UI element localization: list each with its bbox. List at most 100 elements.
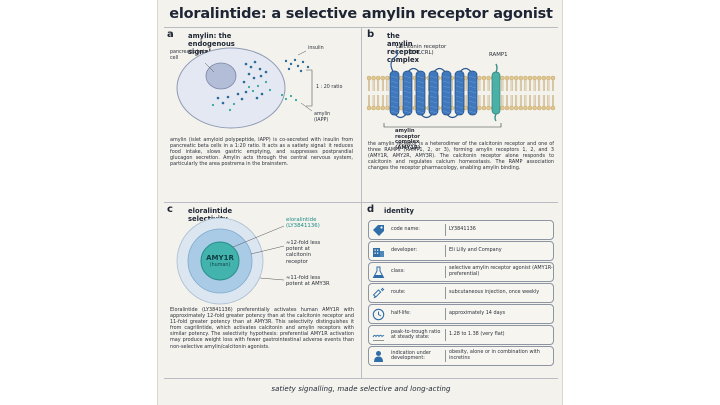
building-icon (373, 248, 384, 257)
helix-stripe (416, 95, 425, 99)
identity-key: peak-to-trough ratio at steady state: (391, 328, 441, 340)
helix-stripe (416, 80, 425, 84)
identity-row-route: route: subcutaneous injection, once week… (368, 283, 554, 303)
helix-stripe (390, 95, 399, 99)
lipid-head (509, 75, 514, 81)
selectivity-rings (176, 217, 285, 305)
lipid-head (518, 105, 523, 111)
helix-stripe (442, 110, 451, 114)
identity-value: subcutaneous injection, once weekly (449, 289, 540, 296)
lipid-head (371, 105, 376, 111)
transmembrane-helix (467, 70, 478, 116)
lipid-head (546, 75, 551, 81)
lipid-head (500, 75, 505, 81)
helix-stripe (455, 95, 464, 99)
helix-stripe (429, 75, 438, 79)
transmembrane-helix (428, 70, 439, 116)
panel-d-label: d (367, 204, 375, 215)
lipid-head (514, 75, 519, 81)
helix-stripe (468, 110, 477, 114)
helix-stripe (416, 90, 425, 94)
identity-key: half-life: (391, 310, 411, 317)
person-icon (374, 351, 383, 362)
eloralintide-label: eloralintide (LY3841136) (286, 217, 320, 230)
helix-stripe (468, 90, 477, 94)
syringe-icon (372, 287, 385, 299)
lipid-head (541, 75, 546, 81)
identity-key: developer: (391, 247, 418, 254)
helix-stripe (442, 105, 451, 109)
curve-icon (372, 334, 385, 341)
helix-stripe (403, 75, 412, 79)
lipid-head (537, 105, 542, 111)
lipid-head (527, 75, 533, 81)
identity-row-half-life: half-life: approximately 14 days (368, 304, 554, 324)
helix-stripe (455, 110, 464, 114)
identity-row-code-name: code name: LY3841136 (368, 220, 554, 240)
identity-separator (445, 245, 446, 257)
helix-stripe (429, 80, 438, 84)
lipid-head (366, 75, 372, 81)
lipid-head (380, 75, 386, 81)
beta-cell-label: pancreatic beta cell (170, 50, 208, 61)
helix-stripe (468, 75, 477, 79)
helix-stripe (429, 85, 438, 89)
identity-separator (445, 266, 446, 278)
helix-stripe (416, 85, 425, 89)
lipid-head (366, 105, 372, 111)
helix-stripe (455, 105, 464, 109)
helix-stripe (455, 100, 464, 104)
complex-label: amylin receptor complex (AMY1R) (395, 128, 421, 151)
column-divider (361, 28, 362, 378)
lipid-head (523, 75, 528, 81)
identity-row-peak-trough: peak-to-trough ratio at steady state: 1.… (368, 325, 554, 345)
helix-stripe (429, 90, 438, 94)
identity-value: Eli Lilly and Company (449, 247, 502, 254)
helix-stripe (390, 85, 399, 89)
identity-value: obesity, alone or in combination with in… (449, 349, 540, 361)
lipid-head (385, 75, 390, 81)
lipid-head (380, 105, 386, 111)
beta-cell-illustration (176, 47, 313, 129)
lipid-head (375, 105, 381, 111)
panel-c-text: Eloralintide (LY3841136) preferentially … (170, 307, 354, 350)
lipid-head (546, 105, 551, 111)
helix-stripe (403, 95, 412, 99)
lipid-head (541, 105, 546, 111)
identity-value: 1.28 to 1.38 (very flat) (449, 331, 505, 338)
transmembrane-helix (454, 70, 465, 116)
helix-stripe (442, 85, 451, 89)
calcitonin-potency-note: ≈12-fold less potent at calcitonin recep… (286, 240, 321, 265)
helix-stripe (390, 105, 399, 109)
amy1r-center-label: AMY1R (206, 254, 234, 262)
helix-stripe (468, 85, 477, 89)
panel-c-heading: eloralintide selectivity (188, 207, 233, 223)
panel-a-text: amylin (islet amyloid polypeptide, IAPP)… (170, 137, 353, 168)
helix-stripe (468, 95, 477, 99)
lipid-head (398, 75, 404, 81)
helix-stripe (390, 90, 399, 94)
amy3r-potency-note: ≈11-fold less potent at AMY3R (286, 275, 330, 288)
panel-b-label: b (367, 29, 375, 40)
helix-stripe (416, 105, 425, 109)
lipid-head (481, 105, 487, 111)
identity-separator (445, 308, 446, 320)
helix-stripe (455, 90, 464, 94)
helix-stripe (429, 95, 438, 99)
lipid-head (385, 105, 390, 111)
lipid-head (514, 105, 519, 111)
ratio-label: 1 : 20 ratio (316, 85, 343, 90)
receptor-complex-illustration (366, 49, 556, 128)
lipid-head (486, 105, 491, 111)
helix-stripe (403, 110, 412, 114)
ramp1-label: RAMP1 (489, 52, 508, 58)
amylin-label: amylin (IAPP) (314, 112, 331, 123)
helix-stripe (403, 100, 412, 104)
lipid-head (532, 105, 537, 111)
footer-tagline: satiety signalling, made selective and l… (271, 385, 451, 393)
page-title: eloralintide: a selective amylin recepto… (169, 6, 553, 22)
identity-separator (445, 329, 446, 341)
helix-stripe (390, 75, 399, 79)
lipid-head (518, 75, 523, 81)
clock-icon (372, 308, 385, 321)
